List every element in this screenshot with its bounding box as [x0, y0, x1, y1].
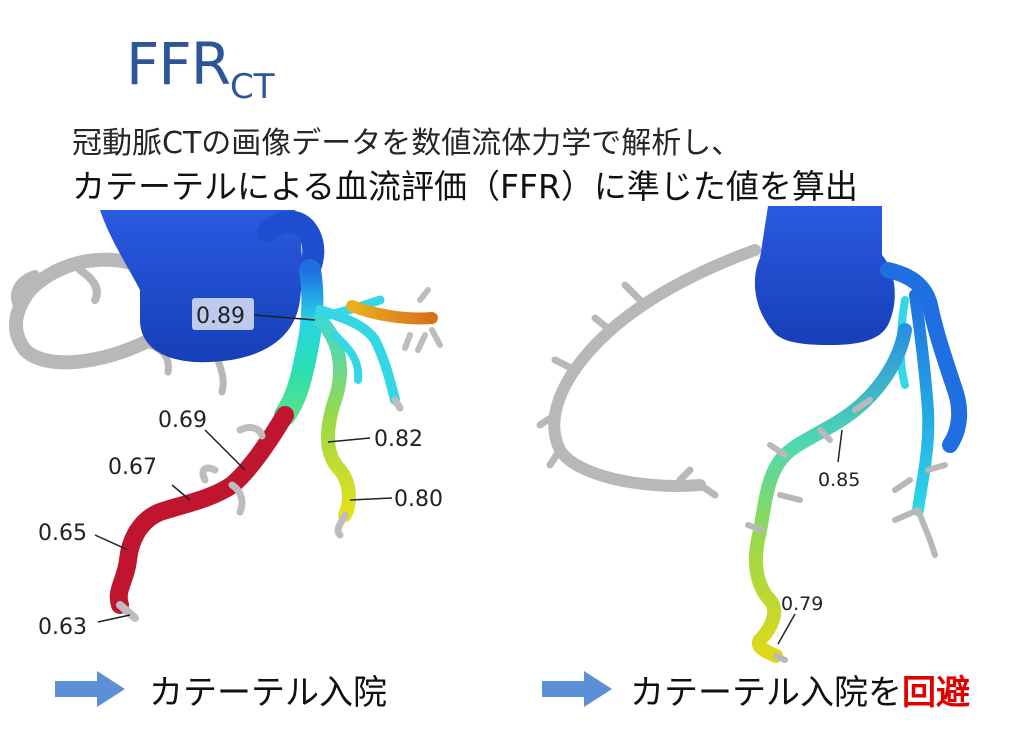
ffr-label: 0.65: [38, 521, 87, 546]
left-coronary-model: 0.89 0.69 0.67 0.65 0.63 0.82 0.80: [8, 210, 443, 640]
page-title: FFRCT: [126, 30, 275, 107]
ffr-label: 0.82: [374, 427, 423, 452]
avoid-highlight: 回避: [902, 672, 970, 713]
right-coronary-model: 0.85 0.79: [536, 206, 968, 663]
outcome-right: カテーテル入院を回避: [542, 665, 970, 713]
outcome-right-text: カテーテル入院を回避: [630, 672, 970, 713]
ffr-label: 0.69: [158, 408, 207, 433]
description-line-2: カテーテルによる血流評価（FFR）に準じた値を算出: [72, 167, 858, 206]
arrow-right-icon: [55, 671, 125, 707]
label-box-0.89: [192, 298, 254, 330]
ffr-label: 0.80: [394, 487, 443, 512]
outcome-left-text: カテーテル入院: [149, 672, 387, 713]
ffr-label: 0.67: [108, 455, 157, 480]
description-line-1: 冠動脈CTの画像データを数値流体力学で解析し、: [72, 126, 742, 161]
arrow-right-icon: [542, 671, 612, 707]
ffr-label: 0.85: [818, 469, 860, 491]
ffr-label: 0.63: [38, 615, 87, 640]
ffr-label: 0.89: [196, 304, 245, 329]
outcome-left: カテーテル入院: [55, 665, 387, 713]
ffr-label: 0.79: [781, 593, 823, 615]
